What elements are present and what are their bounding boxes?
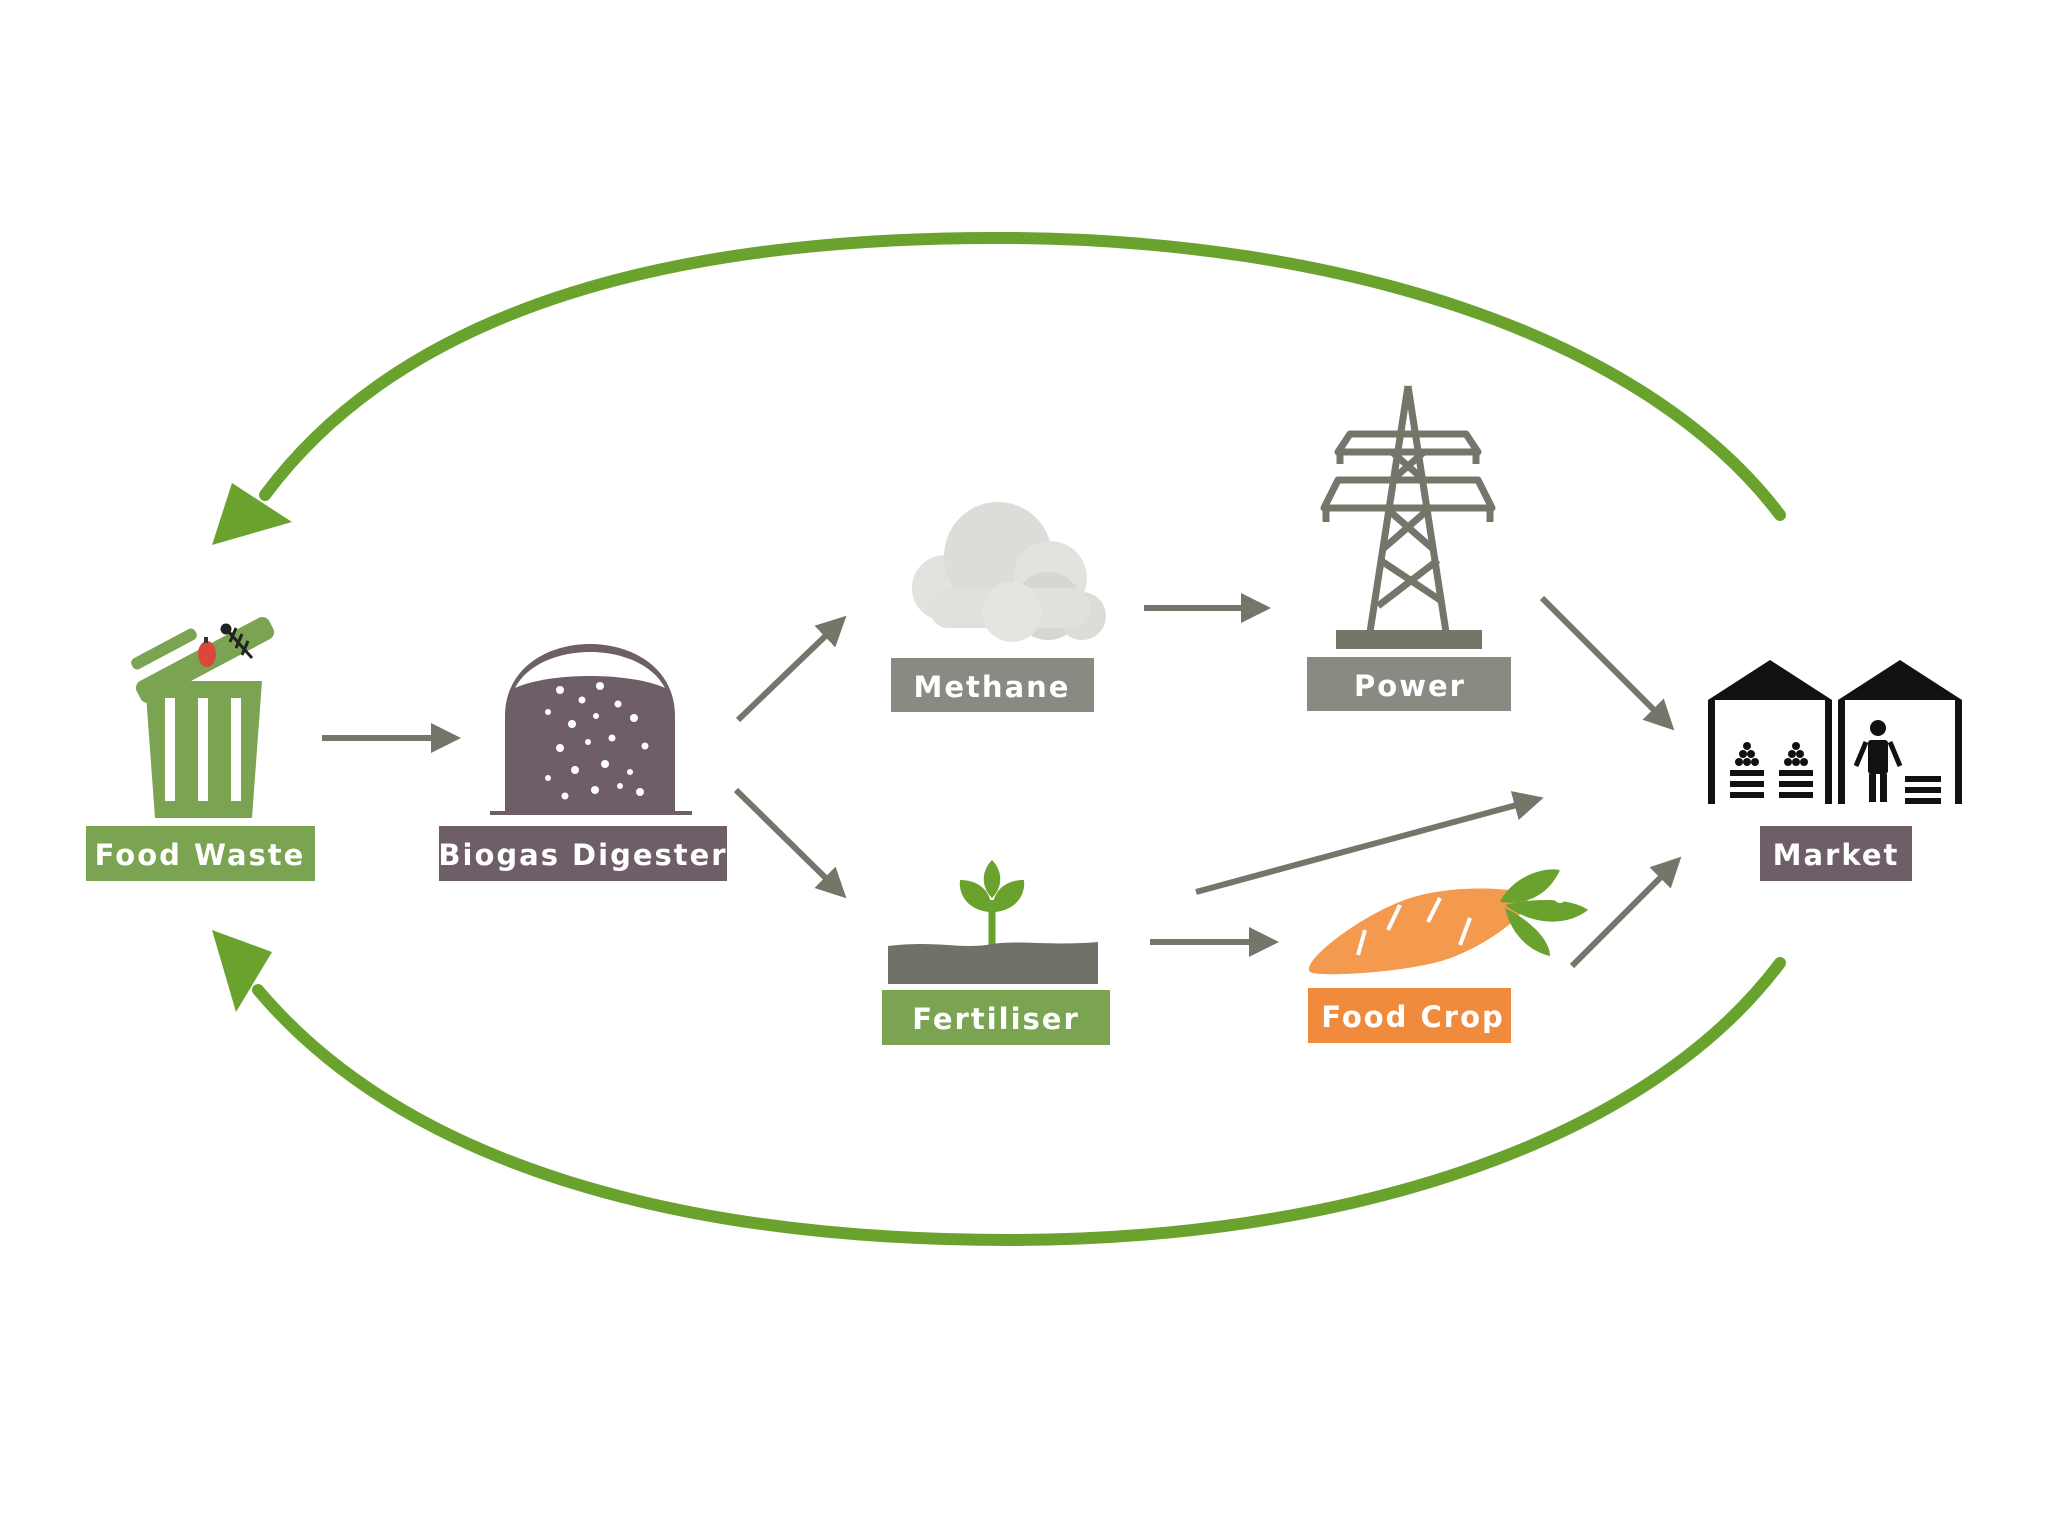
food-crop-label: Food Crop bbox=[1308, 988, 1511, 1043]
biogas-digester-label: Biogas Digester bbox=[438, 826, 727, 881]
cloud-icon bbox=[912, 502, 1106, 642]
svg-text:Methane: Methane bbox=[914, 670, 1071, 704]
sprout-icon bbox=[959, 860, 1025, 950]
arrow-digester-to-fertiliser bbox=[733, 787, 847, 899]
arrow-fertiliser-to-market bbox=[1195, 791, 1544, 895]
soil-mound bbox=[888, 942, 1098, 984]
pylon-icon bbox=[1320, 385, 1496, 633]
vendor-icon bbox=[1853, 720, 1903, 802]
fish-bone-icon bbox=[220, 623, 254, 659]
food-waste-label: Food Waste bbox=[86, 826, 315, 881]
svg-text:Food Waste: Food Waste bbox=[95, 838, 306, 872]
right-stall bbox=[1838, 660, 1962, 804]
flow-arrows bbox=[322, 593, 1682, 969]
carrot-icon bbox=[1308, 869, 1588, 975]
market-stall-icon bbox=[1708, 660, 1962, 804]
arrow-power-to-market bbox=[1539, 595, 1675, 731]
power-label: Power bbox=[1307, 657, 1511, 711]
left-stall bbox=[1708, 660, 1832, 804]
svg-text:Biogas Digester: Biogas Digester bbox=[438, 838, 727, 872]
svg-text:Power: Power bbox=[1354, 669, 1466, 703]
carrot-leaves-icon bbox=[1500, 869, 1588, 956]
svg-text:Food Crop: Food Crop bbox=[1321, 1000, 1505, 1034]
pylon-base bbox=[1336, 630, 1482, 649]
trash-bin-icon bbox=[131, 617, 275, 818]
fertiliser-label: Fertiliser bbox=[882, 990, 1110, 1045]
methane-label: Methane bbox=[891, 658, 1094, 712]
svg-text:Market: Market bbox=[1773, 838, 1900, 872]
market-label: Market bbox=[1760, 826, 1912, 881]
digester-icon bbox=[490, 644, 692, 815]
apple-core-icon bbox=[198, 637, 216, 667]
arrow-crop-to-market bbox=[1569, 856, 1682, 969]
top-cycle-arrow bbox=[212, 231, 1786, 545]
svg-text:Fertiliser: Fertiliser bbox=[912, 1002, 1080, 1036]
bottom-cycle-arrow bbox=[212, 930, 1786, 1247]
arrow-digester-to-methane bbox=[735, 615, 847, 723]
